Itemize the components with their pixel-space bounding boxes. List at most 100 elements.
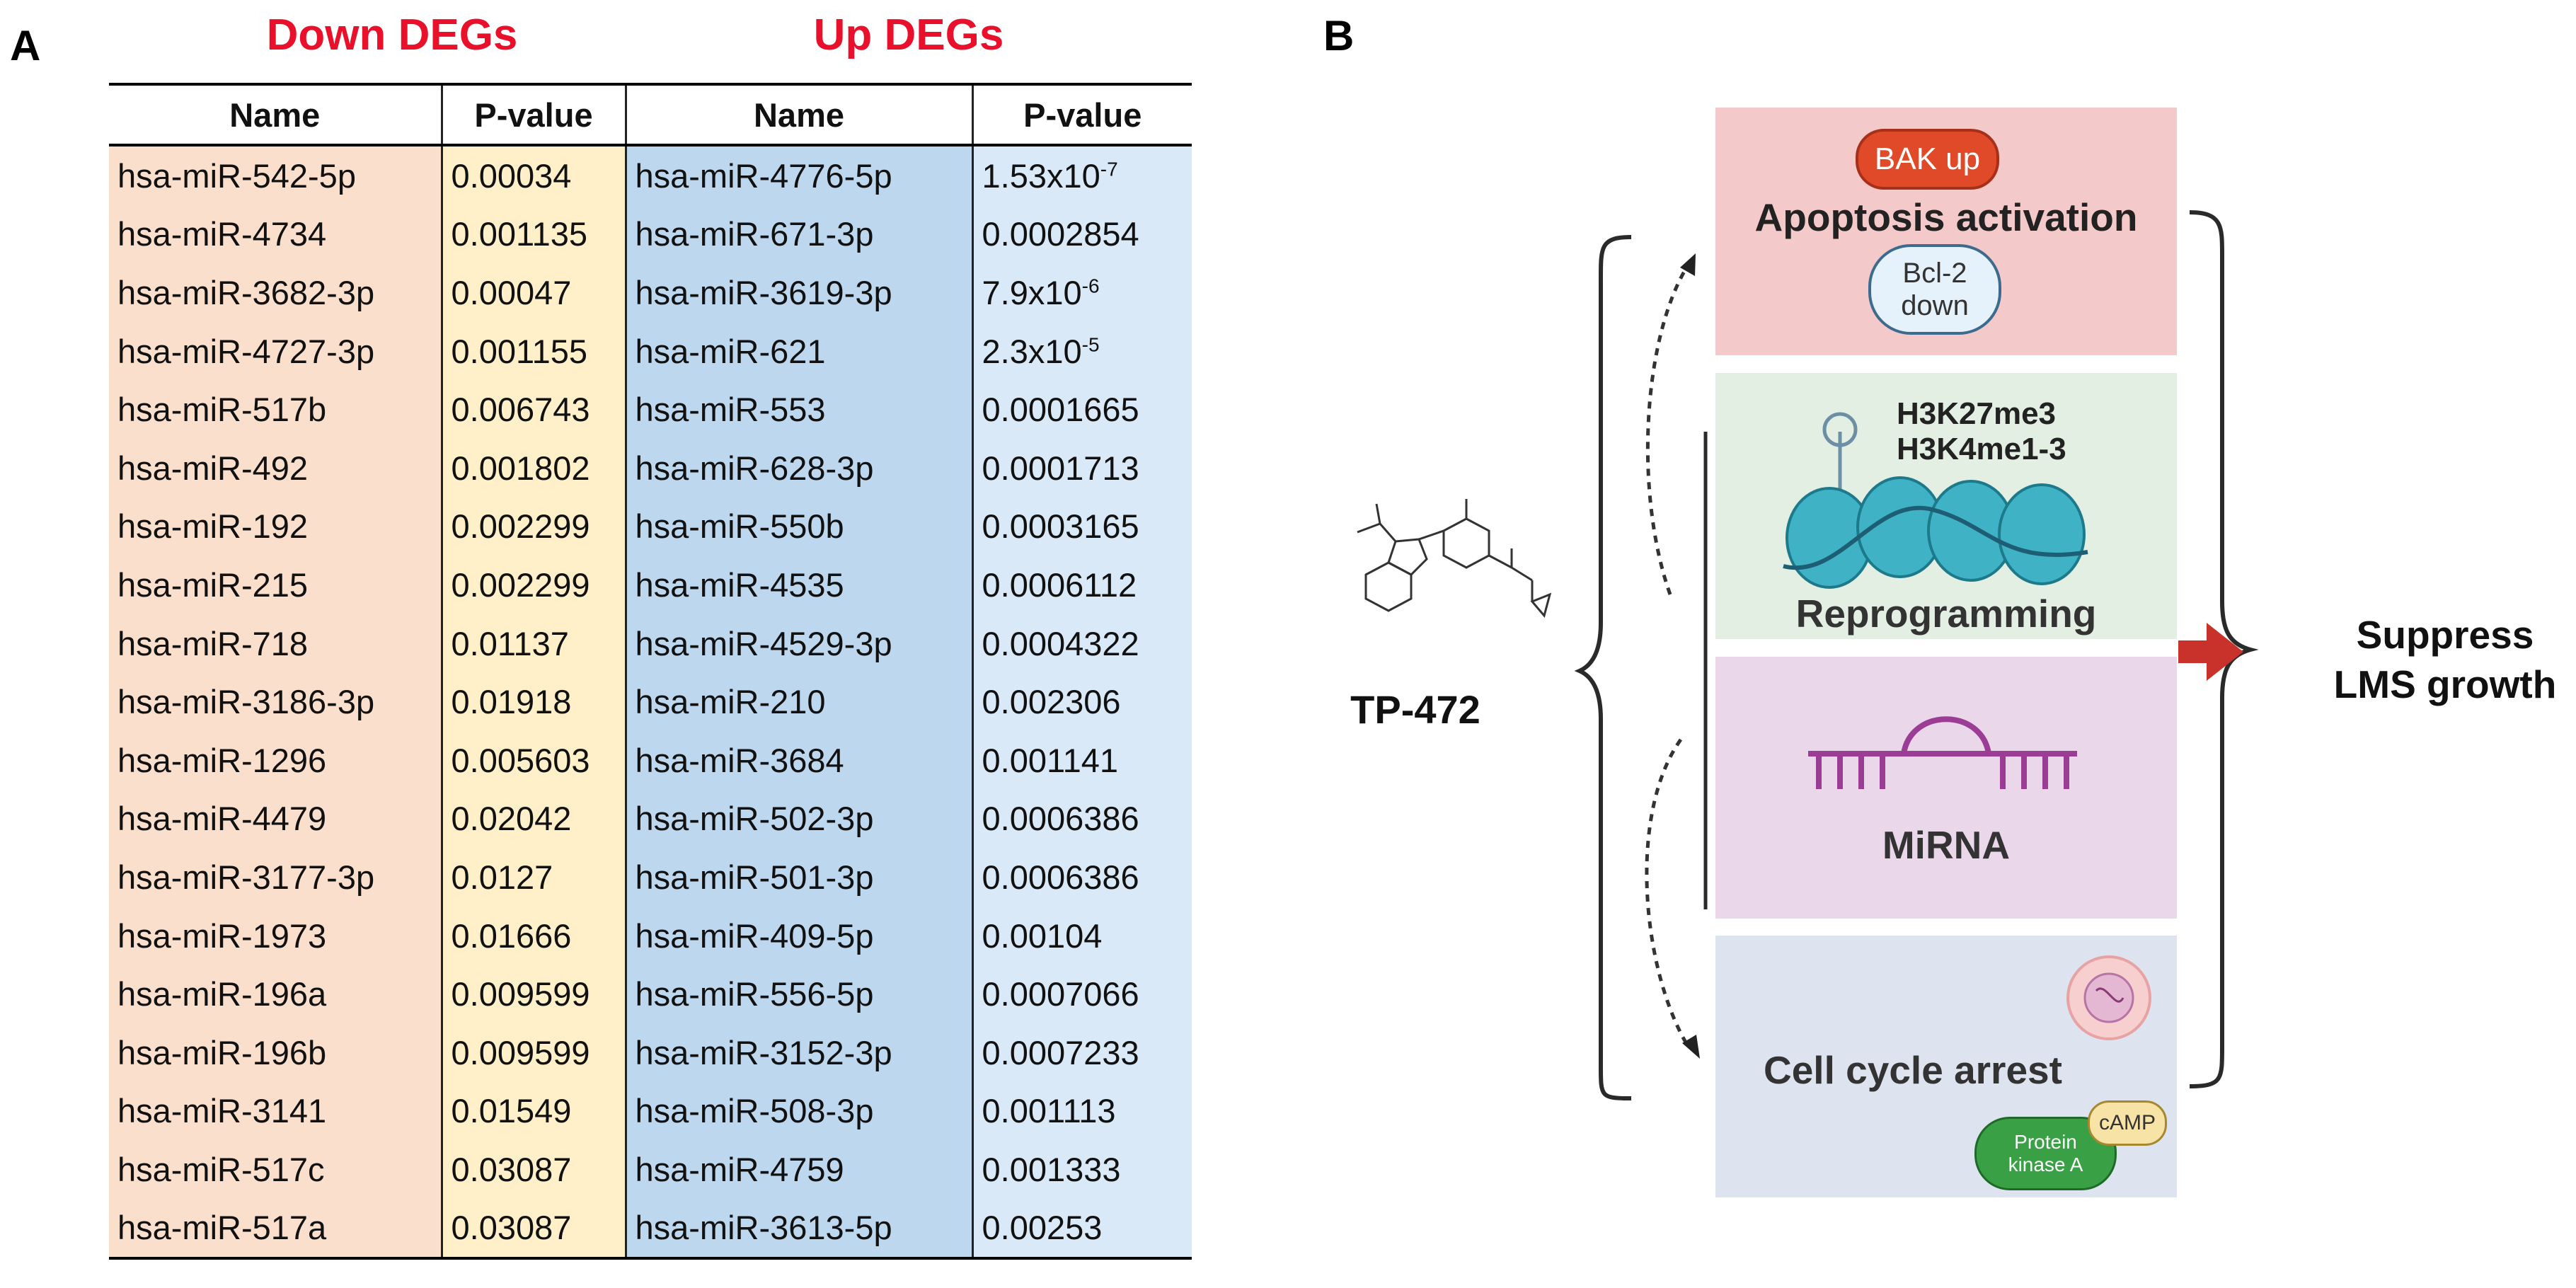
up-name-cell-text: hsa-miR-502-3p — [635, 800, 874, 838]
mirna-box — [1715, 657, 2177, 919]
bcl2-down-pill: Bcl-2 down — [1868, 244, 2001, 335]
down-pvalue-cell-text: 0.0127 — [451, 858, 553, 896]
nucleosome-icon — [1783, 412, 2088, 589]
down-name-cell-text: hsa-miR-192 — [117, 507, 309, 546]
cell-cycle-title: Cell cycle arrest — [1764, 1048, 2062, 1092]
up-pvalue-cell-text: 2.3x10 — [982, 332, 1082, 370]
up-name-cell: hsa-miR-4529-3p — [624, 614, 972, 673]
down-pvalue-cell: 0.03087 — [440, 1198, 626, 1260]
pka-line2: kinase A — [2008, 1154, 2083, 1175]
up-name-cell-text: hsa-miR-550b — [635, 507, 844, 546]
up-name-cell-text: hsa-miR-508-3p — [635, 1092, 874, 1130]
down-name-cell: hsa-miR-4734 — [109, 205, 442, 264]
down-name-cell: hsa-miR-3177-3p — [109, 848, 442, 907]
down-pvalue-cell-text: 0.01137 — [451, 624, 569, 662]
down-pvalue-cell-text: 0.002299 — [451, 507, 590, 546]
mirna-icon — [1808, 716, 2077, 789]
up-name-cell: hsa-miR-556-5p — [624, 965, 972, 1023]
up-pvalue-cell: 0.0001665 — [971, 380, 1192, 439]
up-name-cell: hsa-miR-4759 — [624, 1140, 972, 1199]
down-pvalue-cell-text: 0.03087 — [451, 1150, 572, 1188]
pvalue-exponent: -7 — [1100, 158, 1118, 180]
up-name-cell: hsa-miR-3613-5p — [624, 1198, 972, 1260]
up-name-cell: hsa-miR-3684 — [624, 730, 972, 790]
panel-letter-b: B — [1323, 12, 1355, 59]
down-pvalue-cell: 0.005603 — [440, 730, 626, 790]
up-pvalue-cell-text: 0.001141 — [982, 741, 1119, 779]
up-pvalue-cell-text: 0.0006386 — [982, 858, 1139, 896]
up-pvalue-cell: 0.0003165 — [971, 497, 1192, 556]
camp-pill: cAMP — [2088, 1100, 2167, 1146]
down-pvalue-cell: 0.002299 — [440, 556, 626, 614]
up-pvalue-cell: 0.0006386 — [971, 848, 1192, 907]
down-name-cell-text: hsa-miR-215 — [117, 565, 309, 604]
up-name-cell-text: hsa-miR-3619-3p — [635, 273, 892, 311]
down-name-cell-text: hsa-miR-4727-3p — [117, 332, 375, 370]
down-name-cell: hsa-miR-4727-3p — [109, 321, 442, 381]
down-name-cell-text: hsa-miR-517b — [117, 391, 327, 429]
reprogramming-title: Reprogramming — [1795, 592, 2097, 636]
down-name-cell-text: hsa-miR-3186-3p — [117, 683, 375, 721]
down-name-cell: hsa-miR-517a — [109, 1198, 442, 1260]
down-pvalue-cell-text: 0.01918 — [451, 683, 572, 721]
down-name-cell: hsa-miR-517b — [109, 380, 442, 439]
up-name-cell-text: hsa-miR-556-5p — [635, 975, 874, 1013]
header-up-pvalue: P-value — [971, 83, 1192, 146]
up-name-cell: hsa-miR-4776-5p — [624, 145, 972, 205]
header-down-pvalue: P-value — [440, 83, 626, 146]
down-name-cell: hsa-miR-215 — [109, 556, 442, 614]
red-arrow-shaft — [2178, 640, 2210, 663]
down-pvalue-cell: 0.001135 — [440, 205, 626, 264]
table-header-row: Name P-value Name P-value — [109, 83, 1192, 146]
up-degs-title: Up DEGs — [813, 11, 1004, 59]
mirna-title: MiRNA — [1882, 823, 2011, 867]
down-name-cell: hsa-miR-192 — [109, 497, 442, 556]
down-pvalue-cell-text: 0.005603 — [451, 741, 590, 779]
up-pvalue-cell-text: 0.0004322 — [982, 624, 1139, 662]
up-pvalue-cell: 7.9x10-6 — [971, 263, 1192, 322]
down-pvalue-cell: 0.0127 — [440, 848, 626, 907]
deg-table: Name P-value Name P-value hsa-miR-542-5p… — [109, 83, 1192, 1260]
up-name-cell: hsa-miR-3619-3p — [624, 263, 972, 322]
down-pvalue-cell-text: 0.001802 — [451, 449, 590, 487]
h3k27me3-label: H3K27me3 — [1897, 396, 2057, 431]
panel-letter-a: A — [10, 22, 41, 69]
up-name-cell-text: hsa-miR-553 — [635, 391, 826, 429]
dashed-arrow-up — [1645, 264, 1690, 595]
down-pvalue-cell: 0.006743 — [440, 380, 626, 439]
down-pvalue-cell-text: 0.01549 — [451, 1092, 572, 1130]
up-pvalue-cell-text: 0.00253 — [982, 1209, 1103, 1247]
up-pvalue-cell: 0.0007066 — [971, 965, 1192, 1023]
up-pvalue-cell-text: 0.0001665 — [982, 391, 1139, 429]
up-pvalue-cell-text: 0.0007066 — [982, 975, 1139, 1013]
down-pvalue-cell: 0.01918 — [440, 672, 626, 731]
up-name-cell: hsa-miR-501-3p — [624, 848, 972, 907]
up-pvalue-cell-text: 0.0001713 — [982, 449, 1139, 487]
dashed-arrow-down — [1645, 738, 1690, 1047]
down-pvalue-cell-text: 0.00034 — [451, 156, 572, 195]
down-pvalue-cell-text: 0.009599 — [451, 1033, 590, 1071]
up-pvalue-cell: 0.00253 — [971, 1198, 1192, 1260]
up-pvalue-cell-text: 1.53x10 — [982, 156, 1100, 195]
up-name-cell-text: hsa-miR-4529-3p — [635, 624, 892, 662]
up-name-cell-text: hsa-miR-4759 — [635, 1150, 844, 1188]
down-pvalue-cell: 0.001802 — [440, 438, 626, 498]
up-name-cell-text: hsa-miR-210 — [635, 683, 826, 721]
down-pvalue-cell-text: 0.01666 — [451, 916, 572, 955]
up-pvalue-cell: 0.0001713 — [971, 438, 1192, 498]
down-pvalue-cell-text: 0.001135 — [451, 215, 588, 253]
down-name-cell-text: hsa-miR-718 — [117, 624, 309, 662]
down-pvalue-cell-text: 0.02042 — [451, 800, 572, 838]
up-pvalue-cell: 0.00104 — [971, 906, 1192, 965]
up-pvalue-cell-text: 0.0006386 — [982, 800, 1139, 838]
up-pvalue-cell-text: 0.0007233 — [982, 1033, 1139, 1071]
